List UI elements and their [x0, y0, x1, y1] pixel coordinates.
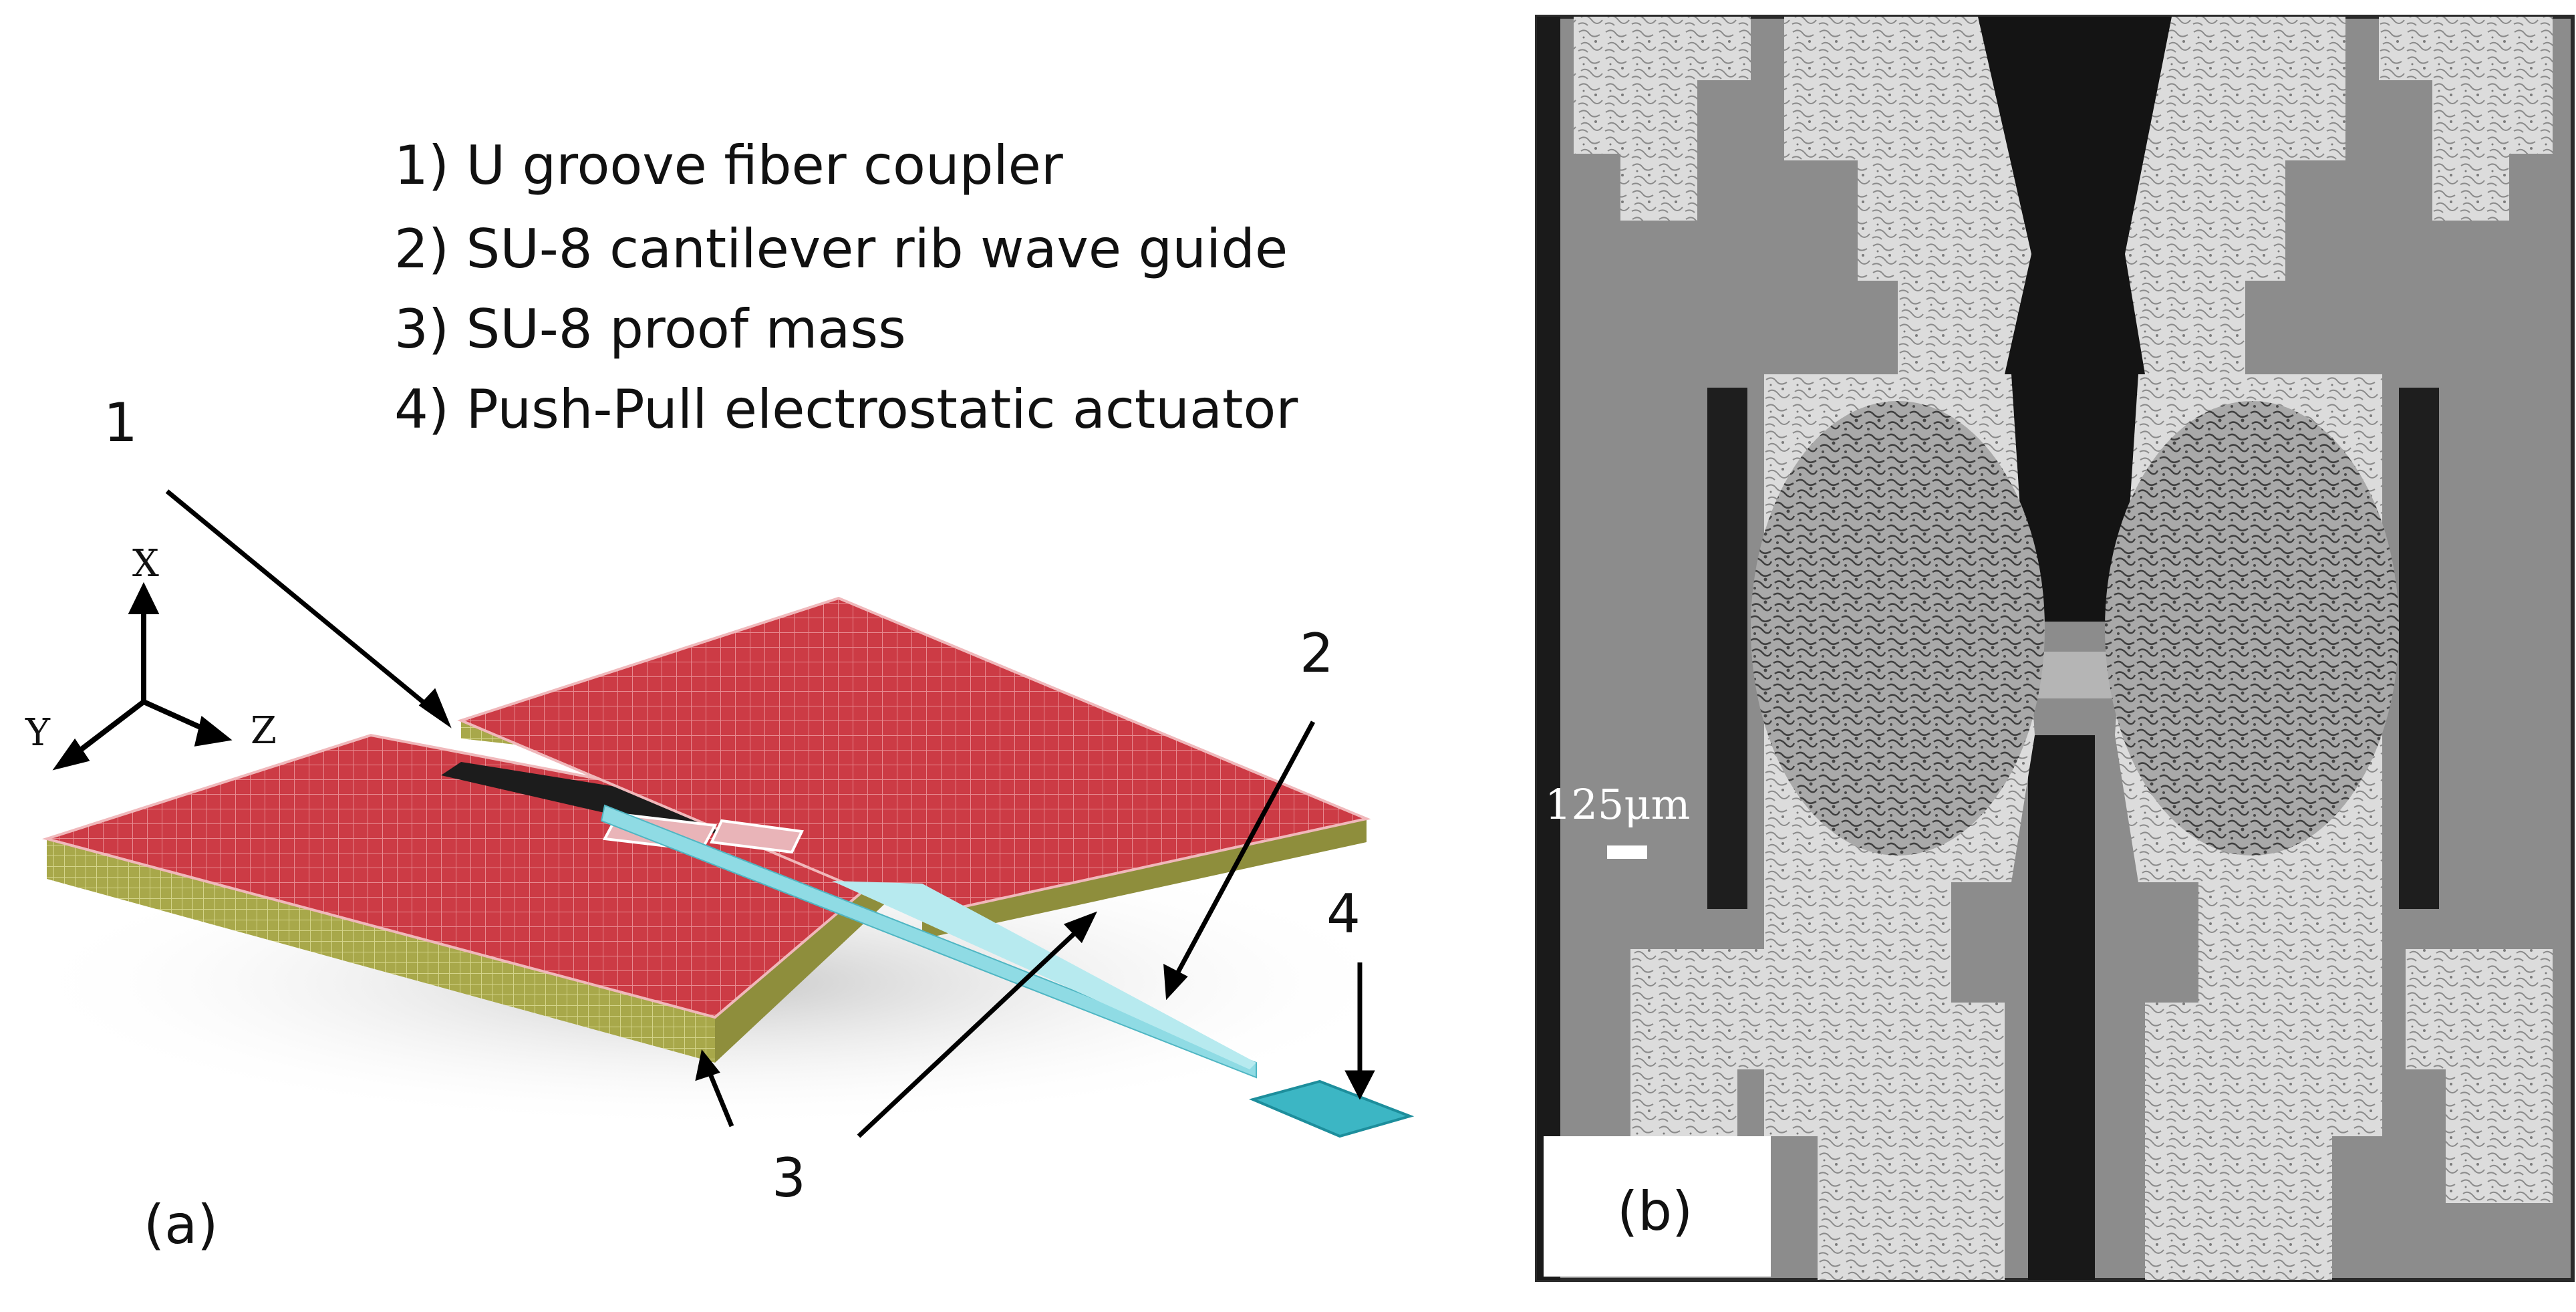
panel-label-a: (a): [144, 1194, 218, 1256]
device-3d-model: [13, 596, 1417, 1138]
axis-label-x: X: [132, 542, 159, 585]
scale-bar-label: 125μm: [1545, 780, 1690, 829]
fiber-coupler-pad-right: [710, 819, 805, 854]
scale-bar: [1607, 845, 1647, 859]
left-edge-band: [1537, 17, 1560, 1280]
callout-2: 2: [1300, 622, 1334, 684]
arrow-4-head: [1344, 1070, 1375, 1100]
callout-3: 3: [772, 1147, 806, 1209]
left-proof-mass-center: [1751, 401, 2045, 856]
right-bottom-finger: [2145, 882, 2382, 1280]
arrow-3b-head: [695, 1049, 720, 1081]
axis-label-y: Y: [25, 711, 51, 755]
left-top-finger: [1784, 17, 2031, 374]
callout-arrows: [165, 489, 1375, 1138]
legend-item-1: 1) U groove fiber coupler: [394, 134, 1063, 196]
right-plate-top: [457, 596, 1371, 918]
coordinate-axes: [52, 581, 233, 771]
right-top-finger: [2125, 17, 2345, 374]
arrow-3a-head: [1063, 911, 1097, 944]
legend-item-2: 2) SU-8 cantilever rib wave guide: [394, 218, 1288, 280]
arrow-1-head: [418, 688, 452, 729]
x-axis-arrowhead: [128, 581, 160, 614]
legend-item-4: 4) Push-Pull electrostatic actuator: [394, 378, 1298, 440]
callout-1: 1: [104, 392, 138, 454]
central-channel-bottom: [2028, 735, 2095, 1280]
right-proof-mass-center: [2105, 401, 2399, 856]
callout-4: 4: [1326, 883, 1361, 945]
left-plate-side: [47, 839, 715, 1063]
left-actuator-gap: [1707, 388, 1747, 909]
left-top-electrode: [1574, 17, 1751, 221]
arrow-2-head: [1163, 964, 1188, 1001]
panel-a: 1) U groove fiber coupler 2) SU-8 cantil…: [13, 134, 1417, 1256]
panel-label-b-box: [1544, 1136, 1771, 1277]
z-axis-arrowhead: [194, 715, 233, 747]
axis-label-z: Z: [251, 709, 277, 753]
panel-label-b: (b): [1617, 1180, 1693, 1242]
y-axis-arrowhead: [52, 738, 90, 771]
cantilever-waveguide: [600, 804, 1257, 1079]
right-bottom-electrode: [2406, 949, 2553, 1203]
electrostatic-actuator: [1248, 1079, 1415, 1138]
panel-b: 125μm (b): [1535, 15, 2575, 1282]
right-plate-front: [922, 819, 1367, 939]
right-top-electrode: [2379, 17, 2553, 221]
right-actuator-gap: [2399, 388, 2439, 909]
legend-item-3: 3) SU-8 proof mass: [394, 298, 906, 360]
waveguide-highlight: [832, 881, 1256, 1069]
left-bottom-finger: [1764, 882, 2005, 1280]
legend: 1) U groove fiber coupler 2) SU-8 cantil…: [394, 134, 1298, 440]
